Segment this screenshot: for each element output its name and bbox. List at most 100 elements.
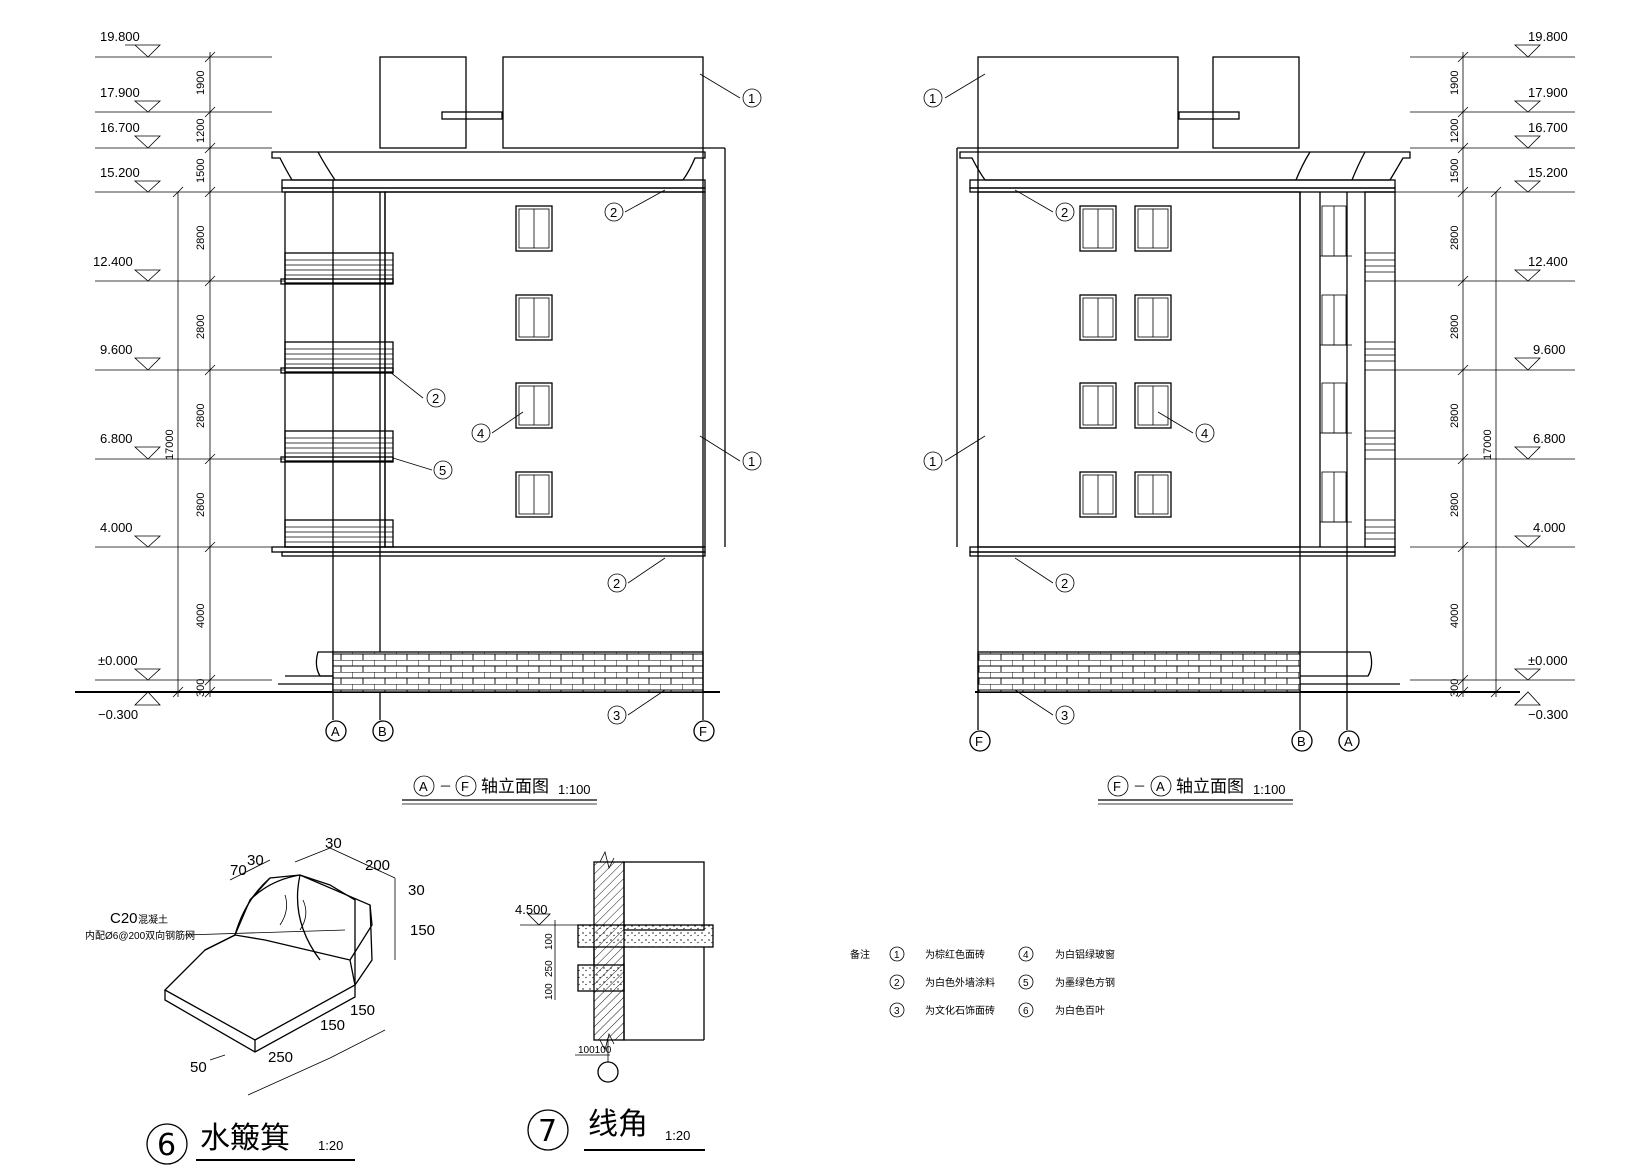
title-right-axis-from: F xyxy=(1113,779,1121,794)
note-3-text: 为文化石饰面砖 xyxy=(925,1004,995,1017)
dim-1200-left: 1200 xyxy=(195,119,207,143)
d7-dim-100a: 100 xyxy=(544,933,555,950)
level-0000-left: ±0.000 xyxy=(98,653,138,668)
dim-4000-left: 4000 xyxy=(195,604,207,628)
title-left: A － F 轴立面图 1:100 xyxy=(402,775,597,805)
level-17900-left: 17.900 xyxy=(100,85,140,100)
dim-300-left: 300 xyxy=(195,679,207,697)
level-0000-right: ±0.000 xyxy=(1528,653,1568,668)
d6-dim-150b: 150 xyxy=(350,1002,375,1019)
callout-1b-right: 1 xyxy=(929,454,936,469)
level-12400-right: 12.400 xyxy=(1528,254,1568,269)
dim-1900-left: 1900 xyxy=(195,71,207,95)
callout-2b-left: 2 xyxy=(432,391,439,406)
dim-1500-right: 1500 xyxy=(1449,159,1461,183)
level-12400-left: 12.400 xyxy=(93,254,133,269)
title-left-dash: － xyxy=(439,779,452,794)
axis-b-left: B xyxy=(378,724,387,739)
level-17900-right: 17.900 xyxy=(1528,85,1568,100)
dim-2800a-right: 2800 xyxy=(1449,226,1461,250)
dim-300-right: 300 xyxy=(1449,679,1461,697)
d6-dim-200: 200 xyxy=(365,857,390,874)
axis-a-left: A xyxy=(331,724,340,739)
dim-17000-left: 17000 xyxy=(164,429,176,460)
d6-dim-70: 70 xyxy=(230,862,247,879)
callouts-right xyxy=(923,73,1215,725)
title-right-text: 轴立面图 xyxy=(1176,777,1244,797)
title-left-text: 轴立面图 xyxy=(481,777,549,797)
axis-f-right: F xyxy=(975,734,983,749)
title-left-scale: 1:100 xyxy=(558,782,591,797)
d6-material-main-suffix: 混凝土 xyxy=(138,913,168,926)
detail-6-drainage: 30 70 30 200 30 150 150 150 250 50 C20 混… xyxy=(85,835,435,1165)
dim-1500-left: 1500 xyxy=(195,159,207,183)
callout-2b-right: 2 xyxy=(1061,576,1068,591)
note-3-mark: 3 xyxy=(894,1006,900,1017)
level-4000-left: 4.000 xyxy=(100,520,133,535)
callout-4-right: 4 xyxy=(1201,426,1208,441)
title-right-scale: 1:100 xyxy=(1253,782,1286,797)
dim-1900-right: 1900 xyxy=(1449,71,1461,95)
callout-2c-left: 2 xyxy=(613,576,620,591)
level-9600-right: 9.600 xyxy=(1533,342,1566,357)
level-16700-left: 16.700 xyxy=(100,120,140,135)
dim-2800c-left: 2800 xyxy=(195,404,207,428)
d6-dim-30b: 30 xyxy=(325,835,342,852)
level-15200-right: 15.200 xyxy=(1528,165,1568,180)
d6-material-main: C20 xyxy=(110,910,138,927)
d6-dim-30c: 30 xyxy=(408,882,425,899)
level-16700-right: 16.700 xyxy=(1528,120,1568,135)
d6-dim-150a: 150 xyxy=(410,922,435,939)
d6-dim-50: 50 xyxy=(190,1059,207,1076)
level-6800-left: 6.800 xyxy=(100,431,133,446)
d6-material-sub: 内配Ø6@200双向钢筋网 xyxy=(85,929,195,942)
title-right: F － A 轴立面图 1:100 xyxy=(1098,775,1293,805)
title-left-axis-to: F xyxy=(461,779,469,794)
d6-number: 6 xyxy=(157,1128,176,1163)
dim-4000-right: 4000 xyxy=(1449,604,1461,628)
d6-scale: 1:20 xyxy=(318,1138,343,1153)
axis-b-right: B xyxy=(1297,734,1306,749)
callout-4-left: 4 xyxy=(477,426,484,441)
callout-3-left: 3 xyxy=(613,708,620,723)
d7-level: 4.500 xyxy=(515,902,548,917)
note-5-text: 为墨绿色方钢 xyxy=(1055,976,1115,989)
note-6-mark: 6 xyxy=(1023,1006,1029,1017)
d7-bottom-dims: 100100 xyxy=(578,1045,612,1056)
note-6-text: 为白色百叶 xyxy=(1055,1004,1105,1017)
d6-dim-30a: 30 xyxy=(247,852,264,869)
balcony-rails-left xyxy=(280,252,394,548)
d7-dim-100b: 100 xyxy=(544,983,555,1000)
dim-17000-right: 17000 xyxy=(1482,429,1494,460)
dim-2800a-left: 2800 xyxy=(195,226,207,250)
callout-5-left: 5 xyxy=(439,463,446,478)
d6-dim-150c: 150 xyxy=(320,1017,345,1034)
callout-1a-right: 1 xyxy=(929,91,936,106)
callouts-left xyxy=(389,73,762,725)
notes-legend: 备注 1 为棕红色面砖 2 为白色外墙涂料 3 为文化石饰面砖 4 为白铝绿玻窗… xyxy=(850,946,1115,1018)
axis-a-right: A xyxy=(1344,734,1353,749)
note-2-mark: 2 xyxy=(894,978,900,989)
dim-1200-right: 1200 xyxy=(1449,119,1461,143)
dim-2800d-left: 2800 xyxy=(195,493,207,517)
d7-title: 线角 xyxy=(588,1107,648,1142)
dim-2800b-right: 2800 xyxy=(1449,315,1461,339)
note-4-mark: 4 xyxy=(1023,950,1029,961)
callout-2a-left: 2 xyxy=(610,205,617,220)
level-19800-right: 19.800 xyxy=(1528,29,1568,44)
note-1-mark: 1 xyxy=(894,950,900,961)
elevation-right: F B A 19.800 17.900 16.700 15.200 12.400… xyxy=(923,29,1575,805)
side-windows-right xyxy=(1320,205,1396,548)
note-1-text: 为棕红色面砖 xyxy=(925,948,985,961)
dim-2800b-left: 2800 xyxy=(195,315,207,339)
level-neg0300-right: −0.300 xyxy=(1528,707,1568,722)
title-right-dash: － xyxy=(1133,779,1146,794)
title-left-axis-from: A xyxy=(419,779,428,794)
elevation-left: A B F 19.800 17.900 16.700 15.200 12.400… xyxy=(75,29,762,805)
note-4-text: 为白铝绿玻窗 xyxy=(1055,948,1115,961)
windows-right xyxy=(1079,205,1172,518)
level-19800-left: 19.800 xyxy=(100,29,140,44)
dim-2800d-right: 2800 xyxy=(1449,493,1461,517)
dim-2800c-right: 2800 xyxy=(1449,404,1461,428)
level-9600-left: 9.600 xyxy=(100,342,133,357)
